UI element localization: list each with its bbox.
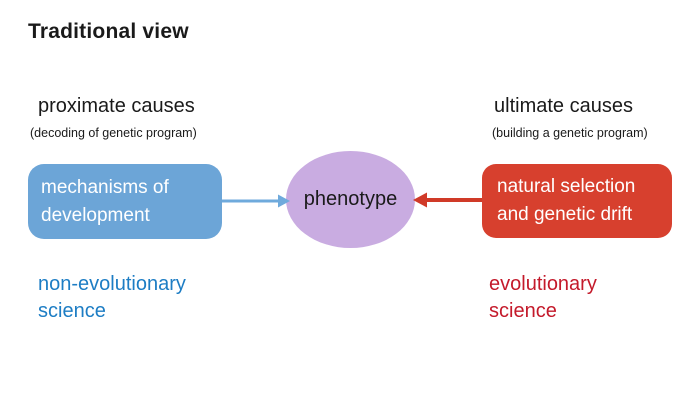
non-evolutionary-science-label: non-evolutionary science [38, 271, 186, 325]
non-evolutionary-line1: non-evolutionary [38, 273, 186, 295]
proximate-causes-heading: proximate causes [38, 95, 195, 117]
natural-selection-box-line1: natural selection [497, 176, 636, 197]
mechanisms-of-development-box: mechanisms of development [28, 164, 222, 239]
evolutionary-line1: evolutionary [489, 273, 597, 295]
mechanisms-box-line1: mechanisms of [41, 176, 169, 198]
evolutionary-line2: science [489, 300, 557, 322]
blue-arrow [222, 194, 290, 208]
phenotype-label: phenotype [303, 188, 398, 210]
natural-selection-box: natural selection and genetic drift [482, 164, 672, 238]
diagram-title: Traditional view [28, 20, 189, 43]
phenotype-ellipse: phenotype [286, 151, 415, 248]
ultimate-causes-heading: ultimate causes [494, 95, 633, 117]
red-arrow-head [413, 192, 427, 208]
mechanisms-box-line2: development [41, 204, 150, 226]
proximate-causes-subheading: (decoding of genetic program) [30, 126, 197, 140]
non-evolutionary-line2: science [38, 300, 106, 322]
evolutionary-science-label: evolutionary science [489, 271, 597, 325]
ultimate-causes-subheading: (building a genetic program) [492, 126, 648, 140]
red-arrow [413, 192, 482, 208]
natural-selection-box-line2: and genetic drift [497, 204, 633, 225]
